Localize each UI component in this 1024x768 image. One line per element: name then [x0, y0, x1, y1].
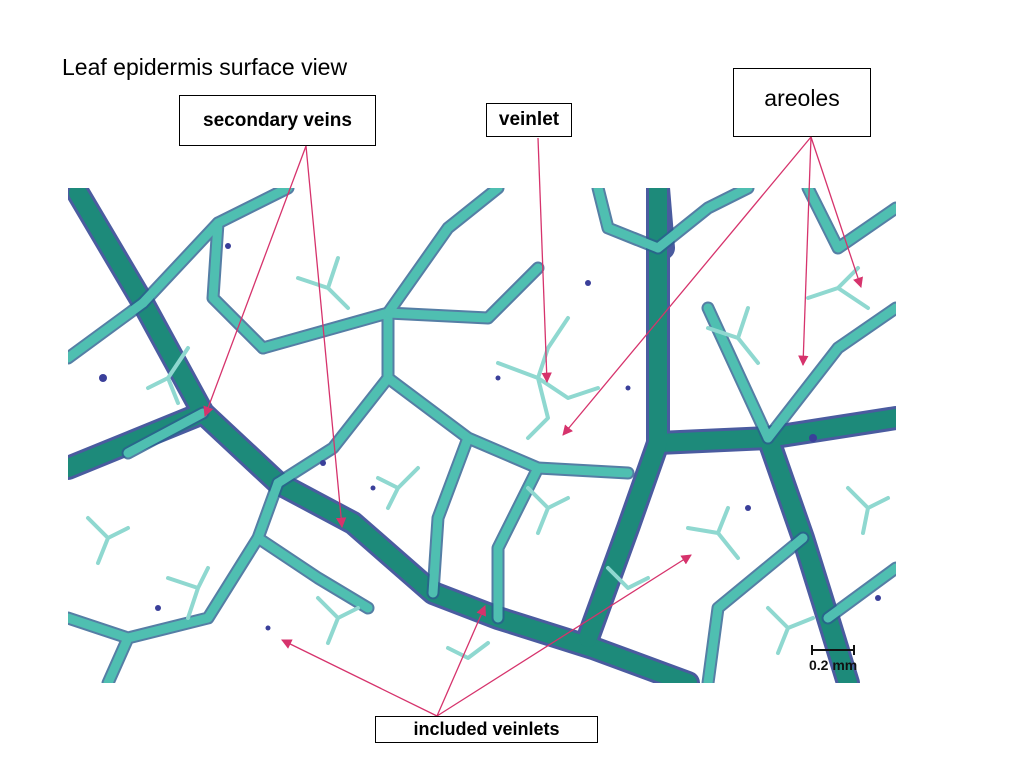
areoles-label: areoles	[733, 68, 871, 137]
included-veinlets-network	[86, 256, 890, 660]
scale-bar-label: 0.2 mm	[809, 657, 858, 673]
areoles-label-text: areoles	[764, 85, 840, 111]
page-title: Leaf epidermis surface view	[62, 54, 348, 80]
leaf-micrograph	[68, 188, 896, 683]
secondary-veins-label-text: secondary veins	[203, 109, 352, 131]
included-veinlets-label: included veinlets	[375, 716, 598, 743]
veinlet-label-text: veinlet	[498, 109, 560, 130]
veinlet-label: veinlet	[486, 103, 572, 137]
scale-bar	[811, 645, 855, 655]
included-veinlets-label-text: included veinlets	[413, 719, 560, 739]
secondary-veins-label: secondary veins	[179, 95, 376, 146]
